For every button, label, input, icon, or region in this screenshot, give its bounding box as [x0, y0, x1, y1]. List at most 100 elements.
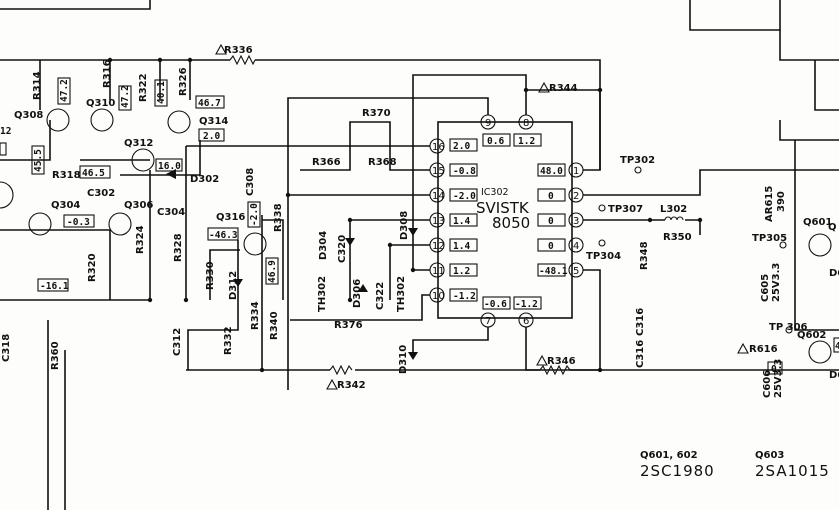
- c318-label: C318: [1, 334, 12, 362]
- v-neg-2-0: -2.0: [249, 203, 260, 226]
- ic-ref-label: IC302: [481, 187, 509, 198]
- pin-8-number: 8: [523, 118, 529, 129]
- r336-zigzag: [229, 54, 256, 66]
- v-pin11: 1.2: [453, 266, 470, 277]
- q306-symbol: [108, 212, 132, 236]
- v-pin9: 0.6: [487, 136, 504, 147]
- r376-label: R376: [334, 320, 363, 331]
- lower-left-wires: [0, 170, 151, 301]
- tp306-label: TP 306: [769, 322, 808, 333]
- tp304-label: TP304: [586, 251, 621, 262]
- q316-symbol: [243, 232, 267, 256]
- pin-6-number: 6: [523, 316, 529, 327]
- wire-pin9: [287, 97, 489, 390]
- d312-label: D312: [228, 271, 239, 300]
- r328-label: R328: [173, 233, 184, 262]
- d308-symbol: [408, 228, 418, 236]
- ic-right-voltage-boxes: [482, 133, 566, 310]
- ar615-label: AR615: [764, 186, 775, 222]
- q310-label: Q310: [86, 98, 115, 109]
- c606-rating: 25V3.3: [773, 359, 784, 398]
- top-rail: [0, 59, 601, 170]
- c605-label: C605: [760, 274, 771, 302]
- r390-label: 390: [776, 191, 787, 212]
- v-neg-0-3: -0.3: [67, 217, 90, 228]
- r334-label: R334: [250, 301, 261, 330]
- c606-label: C606: [762, 370, 773, 398]
- v-pin16: 2.0: [453, 141, 470, 152]
- d306-symbol: [358, 284, 368, 292]
- q602-box-value: 4: [835, 341, 839, 352]
- r324-label: R324: [135, 225, 146, 254]
- r320-label: R320: [87, 253, 98, 282]
- d308-label: D308: [399, 211, 410, 240]
- wire-pin1: [583, 90, 601, 171]
- r336-label: R336: [224, 45, 253, 56]
- r350-label: R350: [663, 232, 692, 243]
- v-pin13: 1.4: [453, 216, 470, 227]
- pin-7-number: 7: [485, 316, 491, 327]
- transistor-voltage-boxes: [0, 77, 839, 375]
- v-pin2: 0: [548, 191, 554, 202]
- pin-11-number: 11: [432, 266, 445, 277]
- q601-602-label: Q601, 602: [640, 450, 698, 461]
- q312-label: Q312: [124, 138, 153, 149]
- tp302-label: TP302: [620, 155, 655, 166]
- pin-16-number: 16: [432, 142, 445, 153]
- d302-label: D302: [190, 174, 219, 185]
- r316-label: R316: [102, 59, 113, 88]
- ic302-body: [437, 121, 573, 319]
- tp305-label: TP305: [752, 233, 787, 244]
- c308-label: C308: [245, 168, 256, 196]
- c320-label: C320: [337, 235, 348, 263]
- v-pin3: 0: [548, 216, 554, 227]
- q602-label: Q602: [797, 330, 826, 341]
- r346-zigzag: [539, 364, 571, 376]
- d312-symbol: [233, 279, 243, 287]
- r318-label: R318: [52, 170, 81, 181]
- pin-3-number: 3: [573, 216, 579, 227]
- frame-line: [779, 120, 839, 141]
- frame-line: [814, 60, 839, 111]
- q603-label: Q603: [755, 450, 784, 461]
- v-46-5: 46.5: [82, 168, 105, 179]
- r360-label: R360: [50, 341, 61, 370]
- q601-symbol: [808, 233, 832, 257]
- r344-label: R344: [549, 83, 578, 94]
- tp304-point: [598, 239, 606, 247]
- q304-label: Q304: [51, 200, 80, 211]
- q314-symbol: [167, 110, 191, 134]
- pin-14-number: 14: [432, 191, 445, 202]
- tp307-label: TP307: [608, 204, 643, 215]
- v-12-top: 12: [0, 126, 11, 137]
- v-16-0: 16.0: [158, 161, 181, 172]
- pin-13-number: 13: [432, 216, 445, 227]
- wire-pin10: [290, 294, 430, 321]
- ic-left-voltage-boxes: [449, 138, 478, 302]
- d304-label: D304: [318, 231, 329, 260]
- frame-line: [689, 0, 781, 31]
- v-pin8: 1.2: [518, 136, 535, 147]
- q601-box-label: Q: [828, 222, 837, 233]
- r366-label: R366: [312, 157, 341, 168]
- c312-label: C312: [172, 328, 183, 356]
- v-47-2-b: 47.2: [120, 85, 131, 108]
- q312-symbol: [131, 148, 155, 172]
- frame-line: [794, 140, 839, 331]
- q316-wires: [209, 249, 240, 300]
- v-neg-16-1: -16.1: [40, 281, 69, 292]
- v-2-0: 2.0: [203, 131, 220, 142]
- r322-label: R322: [138, 73, 149, 102]
- v-45-5: 45.5: [33, 149, 44, 172]
- r348-label: R348: [639, 241, 650, 270]
- d310-symbol: [408, 352, 418, 360]
- th302-label-a: TH302: [317, 276, 328, 312]
- q308-label: Q308: [14, 110, 43, 121]
- mid-wires: [0, 120, 150, 161]
- v-46-9: 46.9: [267, 260, 278, 283]
- junction-dots: [107, 57, 703, 373]
- r616-box-value: 0: [771, 364, 777, 375]
- pin-1-number: 1: [573, 166, 579, 177]
- v-46-7: 46.7: [198, 98, 221, 109]
